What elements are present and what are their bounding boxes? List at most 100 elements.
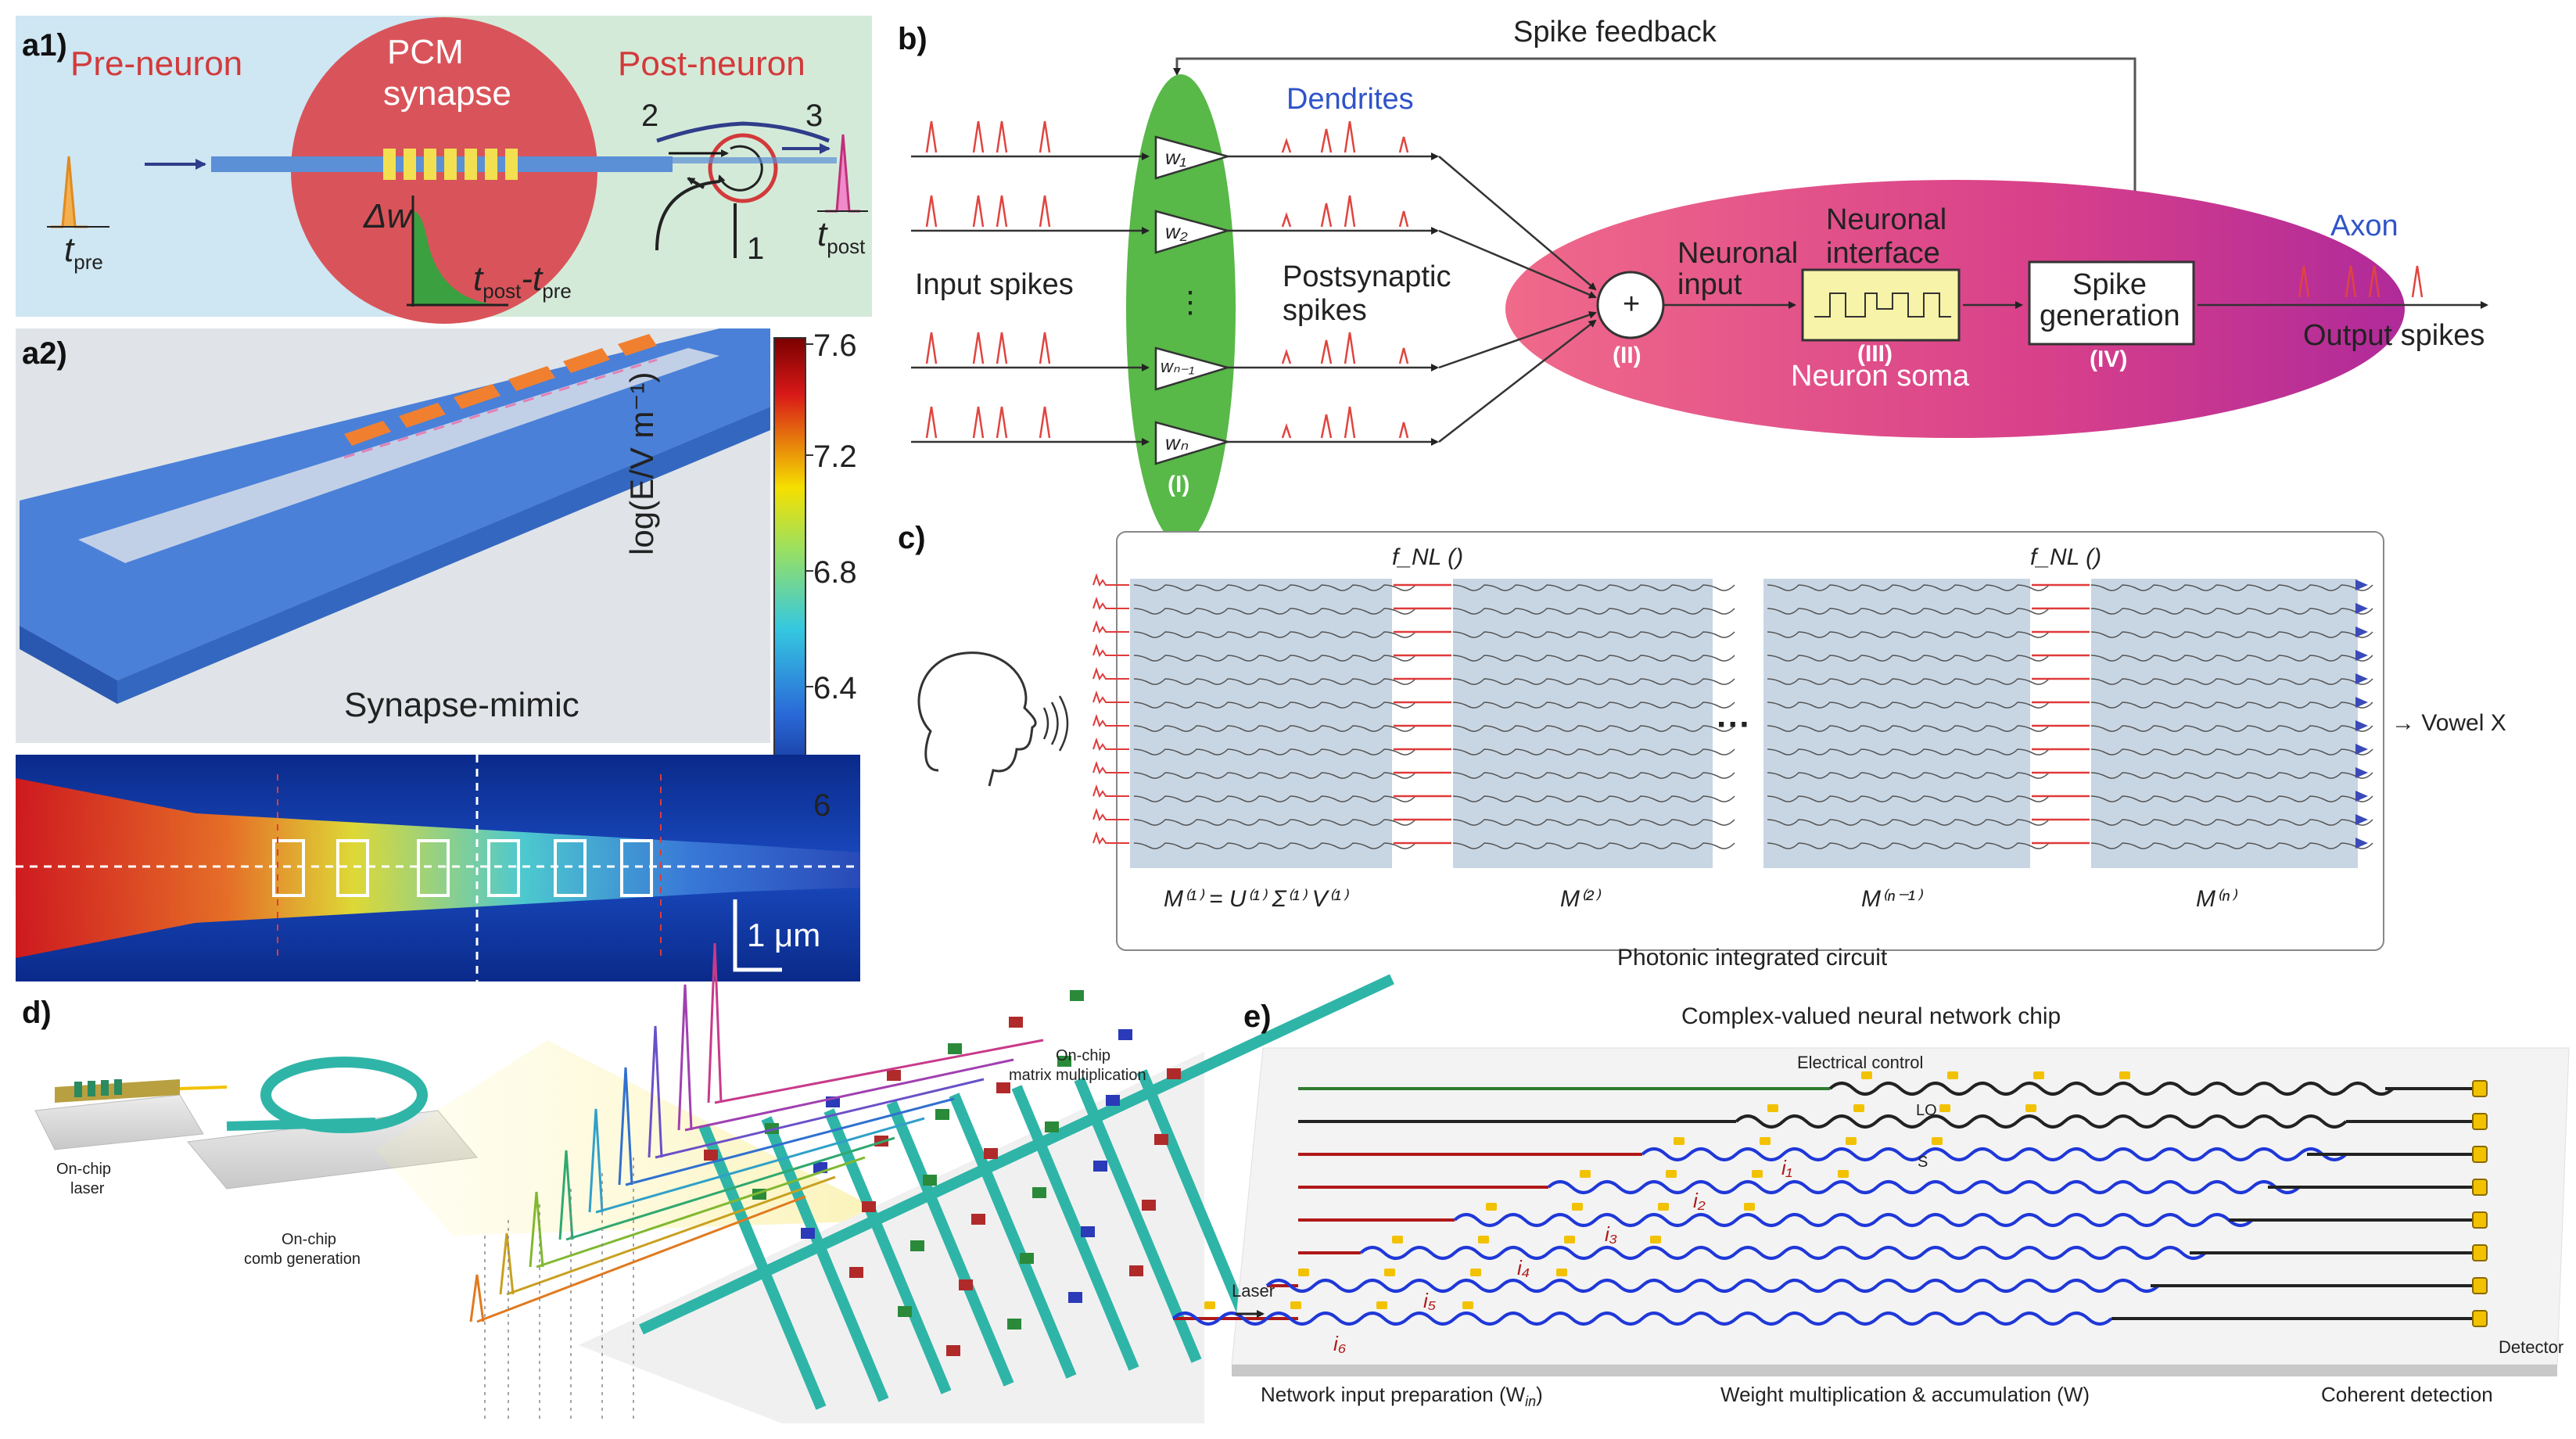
mesh-line: [2090, 772, 2373, 779]
heater: [1298, 1269, 1309, 1276]
current-i5: i₅: [1423, 1289, 1437, 1312]
weight-wn: wₙ: [1165, 431, 1189, 454]
laser-label-2: laser: [70, 1180, 105, 1197]
current-i6: i₆: [1333, 1332, 1347, 1355]
panel-a2: [16, 328, 860, 981]
mesh-waveguide: [1547, 1180, 2301, 1194]
modulator-cell: [849, 1267, 863, 1278]
mesh-line: [1452, 702, 1735, 709]
detector-pad: [2472, 1310, 2488, 1327]
comb-beam: [625, 1097, 955, 1186]
mesh-line: [1767, 608, 2050, 615]
heaters: [1204, 1071, 2130, 1309]
comb-line: [469, 1274, 485, 1322]
detector-pad: [2472, 1211, 2488, 1229]
modulator-cell: [1142, 1200, 1156, 1211]
waveguide-strip: [78, 348, 719, 563]
comb-beam: [476, 1195, 806, 1323]
modulator-cell: [984, 1148, 998, 1159]
mesh-line: [1767, 795, 2050, 802]
heater: [2033, 1071, 2044, 1079]
pcm-label: PCM: [387, 33, 464, 71]
modulator-cell: [1032, 1187, 1046, 1198]
mesh-line: [2090, 678, 2373, 685]
port-2-label: 2: [641, 99, 659, 133]
heater: [1658, 1203, 1669, 1211]
axon-label: Axon: [2330, 210, 2398, 242]
mesh-line: [1133, 608, 1416, 615]
output-arrow: [2355, 838, 2368, 849]
heater: [1666, 1170, 1677, 1178]
comb-label-2: comb generation: [244, 1251, 361, 1268]
mesh-line: [1133, 772, 1416, 779]
postsynaptic-label-2: spikes: [1283, 294, 1367, 327]
post-neuron-label: Post-neuron: [618, 45, 805, 83]
heater: [1290, 1301, 1301, 1309]
heater: [1846, 1137, 1857, 1145]
heater: [1760, 1137, 1771, 1145]
weights-ellipsis: ⋮: [1175, 286, 1205, 319]
input-spike: [1092, 690, 1129, 705]
mesh-line: [1767, 584, 2050, 591]
heater: [1204, 1301, 1215, 1309]
grid-waveguide-col: [949, 1093, 1077, 1379]
output-arrow: [2355, 814, 2368, 825]
heater: [1838, 1170, 1849, 1178]
input-spike: [1092, 619, 1129, 634]
chip-substrate: [20, 328, 770, 680]
neuron-soma-label: Neuron soma: [1791, 360, 1970, 393]
mesh-line: [2090, 631, 2373, 638]
comb-line: [529, 1191, 544, 1268]
heater: [1564, 1236, 1575, 1243]
modulator-cell: [1007, 1319, 1021, 1330]
grid-waveguide-col: [698, 1124, 827, 1410]
modulator-cell: [996, 1082, 1010, 1093]
colorbar-tick-5: 6: [813, 788, 831, 823]
matrix-label-1: On-chip: [1056, 1047, 1111, 1064]
chip-title: Complex-valued neural network chip: [1681, 1003, 2061, 1029]
heater: [1674, 1137, 1684, 1145]
modulator-cell: [1106, 1095, 1120, 1106]
modulator-cell: [887, 1070, 901, 1081]
laser-gratings: [74, 1079, 122, 1097]
matrix-mn-label: M⁽ⁿ⁾: [2196, 886, 2236, 912]
mesh-line: [1452, 725, 1735, 732]
comb-line: [618, 1067, 633, 1186]
section-weight-mult: Weight multiplication & accumulation (W): [1720, 1383, 2090, 1406]
modulator-cell: [1129, 1265, 1143, 1276]
heater: [1947, 1071, 1958, 1079]
comb-line: [558, 1150, 574, 1240]
modulator-cell: [1093, 1161, 1107, 1172]
laser-chip: [34, 1094, 204, 1150]
neuronal-interface-label-2: interface: [1826, 237, 1940, 270]
heater: [1861, 1071, 1872, 1079]
field-boxes: [272, 839, 653, 897]
spike-generation-label-1: Spike: [2072, 268, 2147, 301]
t-pre-label: tpre: [64, 231, 103, 274]
mesh-line: [1452, 795, 1735, 802]
input-spike: [1092, 643, 1129, 658]
fnl-label-1: f_NL (): [1392, 544, 1464, 570]
mesh-waveguide: [1359, 1246, 2207, 1260]
delta-t-label: tpost-tpre: [473, 260, 572, 303]
heater: [1939, 1104, 1950, 1112]
stage-iii-label: (III): [1857, 341, 1893, 367]
input-spike: [1092, 784, 1129, 798]
comb-line: [648, 1025, 663, 1158]
panel-b: [911, 57, 2488, 544]
input-spikes-label: Input spikes: [915, 268, 1074, 301]
mesh-line: [1452, 655, 1735, 662]
modulator-cell: [1020, 1253, 1034, 1264]
t-post-label: tpost: [817, 215, 866, 258]
current-i4: i₄: [1517, 1256, 1530, 1279]
input-spike: [1092, 831, 1129, 845]
comb-line: [588, 1108, 604, 1213]
heater: [1392, 1236, 1403, 1243]
spike-feedback-label: Spike feedback: [1513, 16, 1717, 48]
mesh-waveguide: [1735, 1114, 2348, 1129]
colorbar-tick-1: 7.6: [813, 328, 857, 363]
modulator-cell: [898, 1306, 912, 1317]
grid-waveguide-col: [1011, 1085, 1139, 1371]
detector-label: Detector: [2499, 1337, 2564, 1357]
output-arrow: [2355, 626, 2368, 637]
